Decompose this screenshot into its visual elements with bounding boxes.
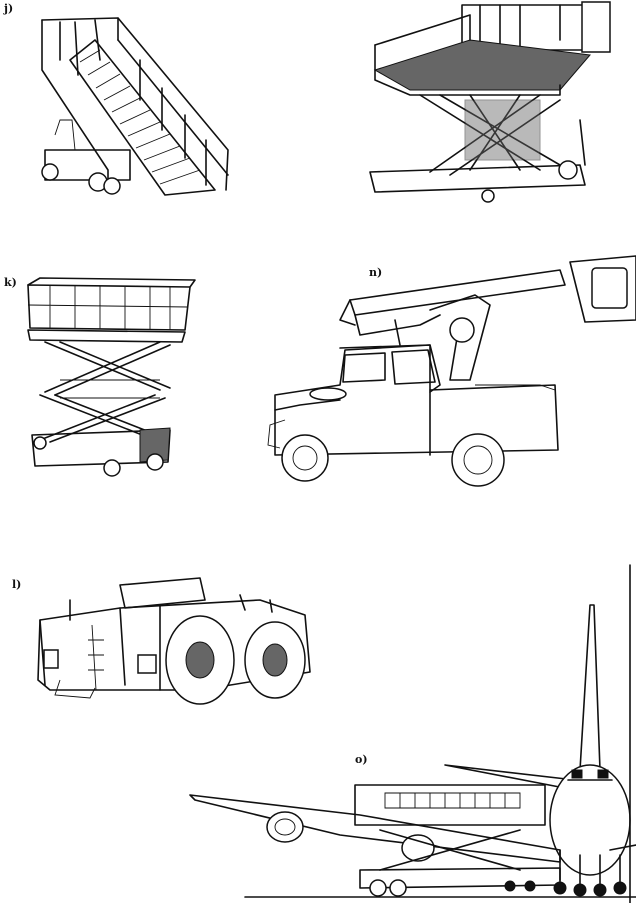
- aircraft-tug-icon: [37, 577, 311, 705]
- label-l: l): [12, 578, 22, 591]
- label-o: o): [355, 753, 368, 766]
- aircraft-catering-truck-icon: [189, 564, 636, 903]
- pickup-boom-truck-icon: [267, 255, 636, 487]
- label-j: j): [4, 2, 14, 15]
- scissor-lift-cart-icon: [27, 277, 196, 477]
- scissor-lift-platform-icon: [369, 1, 611, 203]
- label-n: n): [369, 266, 383, 279]
- passenger-stairs-icon: [41, 17, 229, 196]
- label-k: k): [4, 276, 17, 289]
